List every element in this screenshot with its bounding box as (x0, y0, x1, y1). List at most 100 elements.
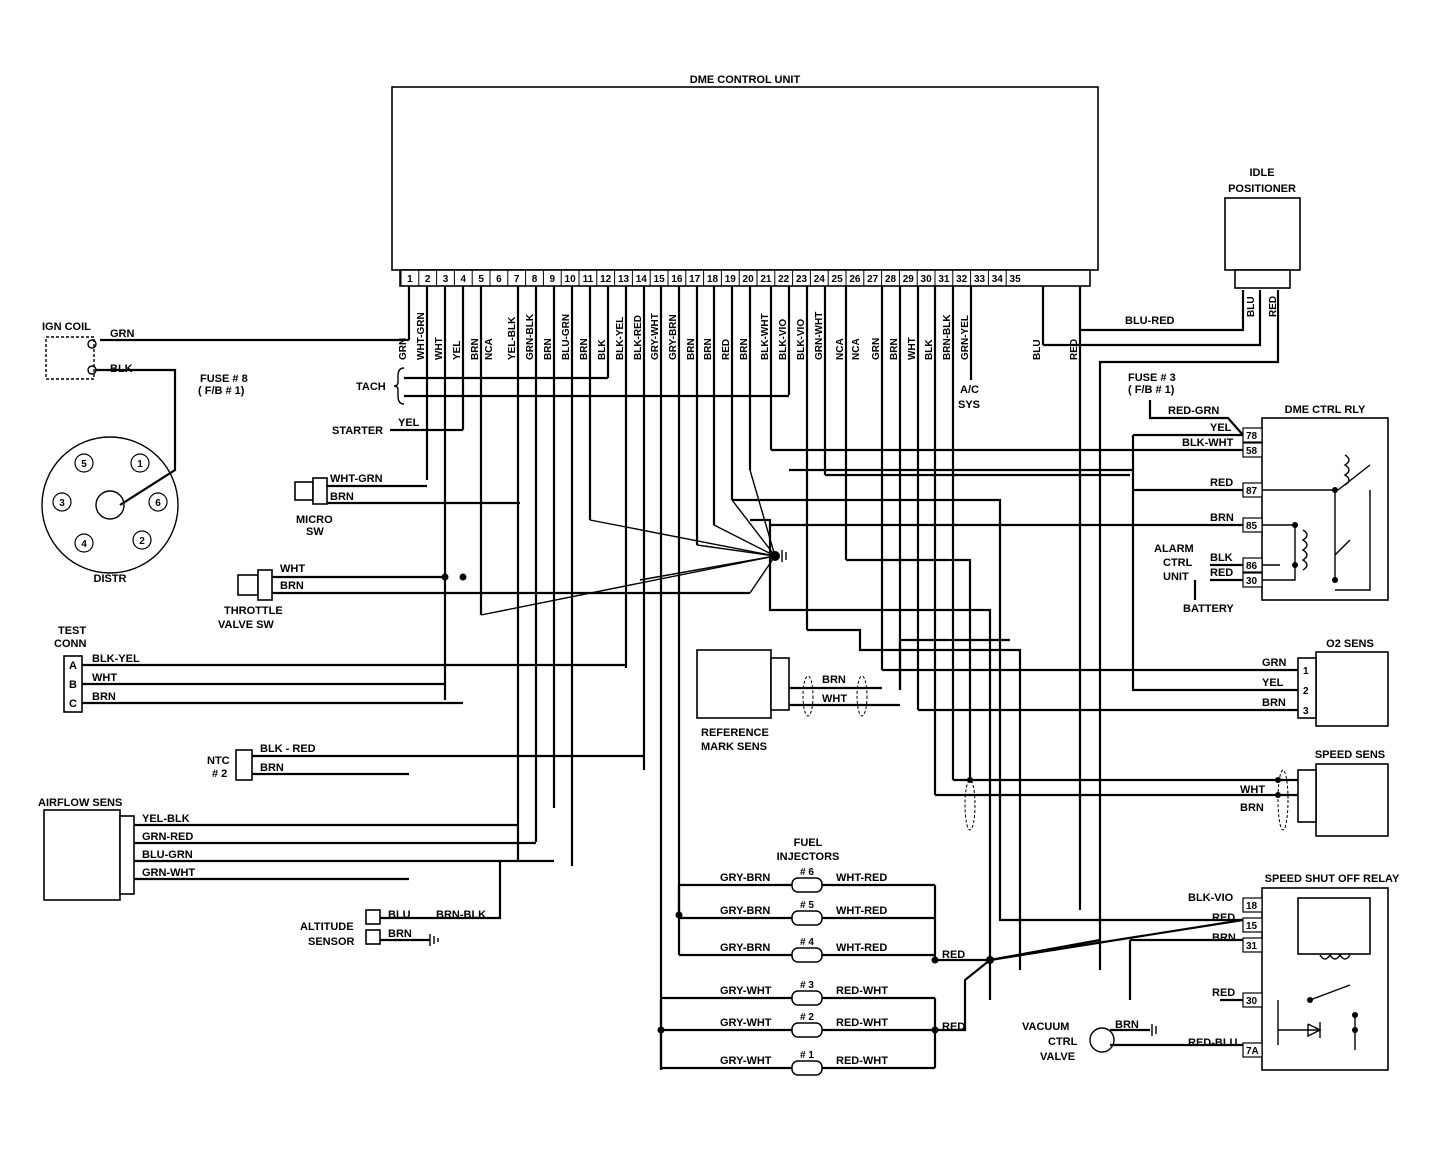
ntc-line1: NTC (207, 755, 230, 767)
pin-wire-label-19: BRN (739, 338, 750, 360)
dme-relay-box (1261, 417, 1389, 601)
coil-to-distr-wire (96, 368, 177, 506)
fuse3-wire: RED-GRN (1168, 405, 1219, 417)
injector-right-label-4: RED-WHT (836, 1017, 888, 1029)
throttle-wire-1: WHT (280, 563, 305, 575)
speed-relay-term-30 (1242, 992, 1263, 1008)
airflow-title: AIRFLOW SENS (38, 797, 122, 809)
dme-pin-16: 16 (671, 274, 683, 285)
injector-right-label-0: WHT-RED (836, 872, 887, 884)
test-pin-B: B (69, 679, 77, 691)
fuse8-line2: ( F/B # 1) (198, 385, 245, 397)
dme-pin-3: 3 (443, 274, 449, 285)
ref-wire-2: WHT (822, 693, 847, 705)
distr-cyl-label-5: 5 (81, 459, 87, 470)
dme-pin-30: 30 (921, 274, 933, 285)
fuse3-line2: ( F/B # 1) (1128, 384, 1175, 396)
dme-relay-wire-1: BLK-WHT (1182, 437, 1234, 449)
airflow-connector (119, 815, 135, 895)
vacuum-line2: CTRL (1048, 1036, 1078, 1048)
injector-left-label-1: GRY-BRN (720, 905, 770, 917)
injector-num-0: # 6 (800, 867, 814, 878)
pin-wire-label-4: YEL (452, 341, 463, 360)
injector-right-label-5: RED-WHT (836, 1055, 888, 1067)
speed-relay-wire-3: RED (1212, 987, 1235, 999)
altitude-wire-line (380, 860, 502, 920)
ign-coil-box (45, 336, 95, 380)
splice-dot (441, 573, 449, 581)
ref-mark-line2: MARK SENS (701, 741, 767, 753)
ign-wire-grn: GRN (110, 328, 135, 340)
airflow-wire-label-0: YEL-BLK (142, 813, 190, 825)
pin-wire-label-27: BLK (924, 339, 935, 360)
speed-wire-2: BRN (1240, 802, 1264, 814)
speed-relay-term-label-7A: 7A (1246, 1046, 1259, 1057)
right-side-wires (732, 400, 1300, 1047)
micro-wire-1: WHT-GRN (330, 473, 383, 485)
airflow-wire-label-3: GRN-WHT (142, 867, 195, 879)
altitude-body (365, 909, 381, 925)
injector-body-5 (791, 1060, 823, 1076)
distr-cyl-label-1: 1 (137, 459, 143, 470)
injector-left-label-0: GRY-BRN (720, 872, 770, 884)
dme-pin-27: 27 (867, 274, 879, 285)
dme-relay-term-label-85: 85 (1246, 521, 1258, 532)
injector-left-label-4: GRY-WHT (720, 1017, 772, 1029)
injector-left-label-5: GRY-WHT (720, 1055, 772, 1067)
dme-relay-term-label-58: 58 (1246, 446, 1258, 457)
dme-relay-term-58 (1242, 442, 1263, 458)
ref-mark-line1: REFERENCE (701, 727, 769, 739)
o2-sensor-box (1315, 651, 1389, 727)
dme-pin-21: 21 (760, 274, 772, 285)
idle-pos-title-2: POSITIONER (1228, 183, 1296, 195)
test-wire-label-A: BLK-YEL (92, 653, 140, 665)
inj-title-1: FUEL (794, 837, 823, 849)
pin-wire-label-28: BRN-BLK (942, 314, 953, 360)
tach-label: TACH (356, 381, 386, 393)
dme-pin-29: 29 (903, 274, 915, 285)
ign-coil-terminal-15 (87, 365, 97, 375)
pin-wire-label-2: WHT-GRN (416, 312, 427, 360)
injector-num-2: # 4 (800, 937, 814, 948)
pin-wire-label-3: WHT (434, 337, 445, 360)
distr-title: DISTR (94, 573, 127, 585)
altitude-line1: ALTITUDE (300, 921, 354, 933)
speed-relay-title: SPEED SHUT OFF RELAY (1265, 873, 1400, 885)
vacuum-line3: VALVE (1040, 1051, 1075, 1063)
dme-pin-10: 10 (565, 274, 577, 285)
distr-cyl-3 (52, 492, 72, 512)
dme-relay-term-label-30: 30 (1246, 576, 1258, 587)
altitude-wire-3: BRN-BLK (436, 909, 486, 921)
throttle-line1: THROTTLE (224, 605, 283, 617)
airflow-wire-label-2: BLU-GRN (142, 849, 193, 861)
dme-pin-8: 8 (532, 274, 538, 285)
o2-connector (1297, 657, 1317, 719)
dme-relay-term-label-87: 87 (1246, 486, 1258, 497)
pin-wire-label-12: BLK-YEL (615, 317, 626, 360)
injector-num-5: # 1 (800, 1050, 814, 1061)
alarm-line1: ALARM (1154, 543, 1194, 555)
relay-dot-3 (1292, 562, 1298, 568)
o2-wire-2: YEL (1262, 677, 1284, 689)
dme-pin-18: 18 (707, 274, 719, 285)
idle-positioner-box (1224, 197, 1301, 271)
pin-wire-label-25: BRN (889, 338, 900, 360)
shield-4 (964, 779, 976, 831)
injector-body-2 (791, 947, 823, 963)
shield-1 (802, 675, 814, 717)
dme-pin-28: 28 (885, 274, 897, 285)
dme-relay-wire-0: YEL (1210, 422, 1232, 434)
distr-cyl-4 (74, 533, 94, 553)
pin-wire-label-23: NCA (835, 338, 846, 360)
micro-sw-line2: SW (306, 526, 324, 538)
airflow-sensor-box (43, 809, 121, 901)
o2-pin-3: 3 (1303, 706, 1309, 717)
injector-num-3: # 3 (800, 980, 814, 991)
injector-body-4 (791, 1022, 823, 1038)
pin-wire-label-26: WHT (907, 337, 918, 360)
o2-title: O2 SENS (1326, 638, 1374, 650)
